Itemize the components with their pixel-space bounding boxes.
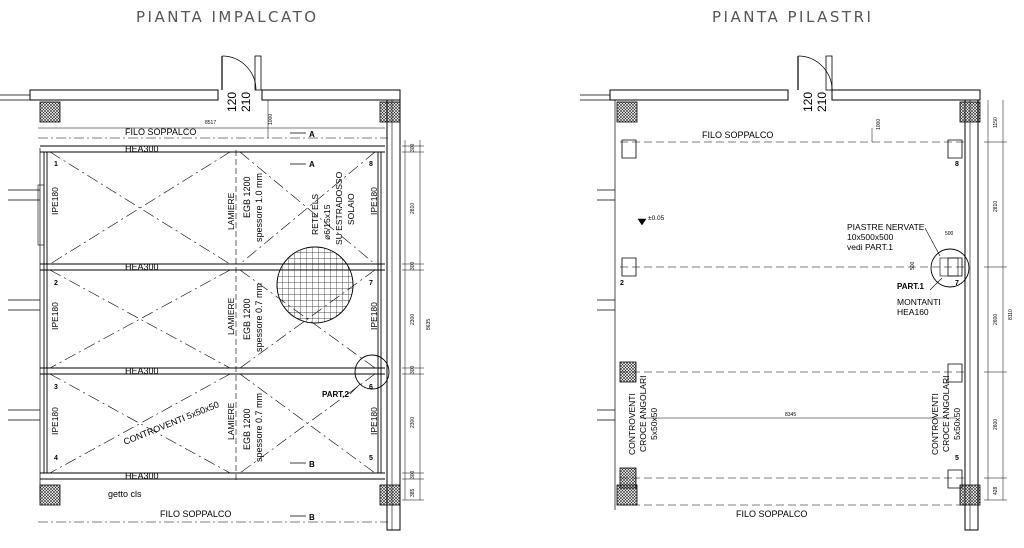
filo-soppalco-top: FILO SOPPALCO xyxy=(125,127,196,137)
montanti-1: MONTANTI xyxy=(897,297,941,307)
montanti-2: HEA160 xyxy=(897,307,929,317)
node-r-7: 7 xyxy=(955,280,959,287)
egb-3: EGB 1200 xyxy=(242,408,252,450)
section-b-mid: B xyxy=(309,460,315,469)
door-height-right: 210 xyxy=(815,92,829,112)
dim-8345: 8345 xyxy=(785,412,796,418)
spess-3: spessore 0.7 mm xyxy=(254,393,264,462)
plan-pilastri xyxy=(580,55,1007,531)
ipe-right-1: IPE180 xyxy=(369,187,379,215)
ipe-right-3: IPE180 xyxy=(369,407,379,435)
dim-1000-right: 1000 xyxy=(876,119,882,130)
node-r-2: 2 xyxy=(620,280,624,287)
piastre-2: 10x500x500 xyxy=(847,232,894,242)
node-4: 4 xyxy=(54,455,58,462)
piastre-3: vedi PART.1 xyxy=(847,242,893,252)
contr-right-1: CONTROVENTI xyxy=(930,393,940,455)
piastre-1: PIASTRE NERVATE xyxy=(847,222,925,232)
door-symbol-right xyxy=(797,55,833,91)
dim-r-1: 1150 xyxy=(993,117,999,128)
contr-left-2: CROCE ANGOLARI xyxy=(638,375,648,452)
dim-r-3: 2600 xyxy=(993,314,999,325)
section-a-top: A xyxy=(309,130,315,139)
contr-right-2: CROCE ANGOLARI xyxy=(941,375,951,452)
getto-label: getto cls xyxy=(108,489,142,499)
node-1: 1 xyxy=(54,161,58,168)
door-symbol xyxy=(221,55,262,91)
beam-label-1: HEA300 xyxy=(125,144,159,154)
contr-left-3: 5x50x50 xyxy=(649,408,659,440)
dim-8517: 8517 xyxy=(205,120,216,126)
lamiere-1: LAMIERE xyxy=(226,192,236,230)
dim-right-8: 385 xyxy=(410,488,416,497)
beam-label-3: HEA300 xyxy=(125,366,159,376)
rete-4: SOLAIO xyxy=(346,193,356,225)
dim-right-7: 300 xyxy=(410,470,416,479)
dim-r-4: 2600 xyxy=(993,419,999,430)
filo-soppalco-bottom: FILO SOPPALCO xyxy=(160,509,231,519)
section-b-bottom: B xyxy=(309,513,315,522)
door-height: 210 xyxy=(239,92,253,112)
spess-1: spessore 1.0 mm xyxy=(254,173,264,242)
node-5: 5 xyxy=(369,455,373,462)
dim-right-3: 300 xyxy=(410,261,416,270)
ipe-left-2: IPE180 xyxy=(50,302,60,330)
section-a-mid: A xyxy=(309,160,315,169)
part1-label: PART.1 xyxy=(897,282,925,291)
right-annotations: 120 210 FILO SOPPALCO 1000 ±0.05 PIASTRE… xyxy=(620,92,1014,519)
dim-right-5: 300 xyxy=(410,365,416,374)
lamiere-3: LAMIERE xyxy=(226,402,236,440)
left-annotations: 120 210 FILO SOPPALCO 8517 1000 A A HEA3… xyxy=(50,92,432,522)
hea-beams xyxy=(40,145,385,480)
part2-label: PART.2 xyxy=(322,390,350,399)
rete-2: ø6/15x15 xyxy=(322,204,332,240)
dim-500-side: 500 xyxy=(910,261,916,270)
level-label: ±0.05 xyxy=(648,215,665,222)
node-6: 6 xyxy=(369,384,373,391)
node-8: 8 xyxy=(369,161,373,168)
left-drawing-title: PIANTA IMPALCATO xyxy=(136,8,319,26)
node-7: 7 xyxy=(369,280,373,287)
rete-1: RETE ELS xyxy=(310,194,320,235)
dim-right-6: 2300 xyxy=(410,417,416,428)
beam-label-2: HEA300 xyxy=(125,262,159,272)
dim-r-2: 2810 xyxy=(993,201,999,212)
filo-soppalco-top-right: FILO SOPPALCO xyxy=(702,130,773,140)
egb-1: EGB 1200 xyxy=(242,176,252,218)
dim-right-4: 2300 xyxy=(410,314,416,325)
spess-2: spessore 0.7 mm xyxy=(254,283,264,352)
plan-impalcato xyxy=(0,55,424,531)
filo-soppalco-bottom-right: FILO SOPPALCO xyxy=(736,509,807,519)
door-width: 120 xyxy=(225,92,239,112)
dim-right-1: 300 xyxy=(410,143,416,152)
lamiere-2: LAMIERE xyxy=(226,297,236,335)
ipe-left-3: IPE180 xyxy=(50,407,60,435)
node-r-5: 5 xyxy=(955,455,959,462)
right-drawing-title: PIANTA PILASTRI xyxy=(712,8,874,26)
rete-3: SU ESTRADOSSO xyxy=(334,171,344,245)
dim-1000: 1000 xyxy=(268,114,274,125)
contr-right-3: 5x50x50 xyxy=(952,408,962,440)
ipe-left-1: IPE180 xyxy=(50,187,60,215)
dim-right-2: 2810 xyxy=(410,203,416,214)
node-r-8: 8 xyxy=(955,161,959,168)
contr-left-1: CONTROVENTI xyxy=(627,393,637,455)
egb-2: EGB 1200 xyxy=(242,298,252,340)
ipe-right-2: IPE180 xyxy=(369,302,379,330)
door-width-right: 120 xyxy=(801,92,815,112)
beam-label-4: HEA300 xyxy=(125,471,159,481)
dim-500-top: 500 xyxy=(945,231,954,237)
dim-total-right: 8110 xyxy=(1008,309,1014,320)
mesh-detail xyxy=(276,246,354,324)
dim-total-left: 8635 xyxy=(426,319,432,330)
node-3: 3 xyxy=(54,384,58,391)
node-2: 2 xyxy=(54,280,58,287)
dim-r-5: 428 xyxy=(993,486,999,495)
